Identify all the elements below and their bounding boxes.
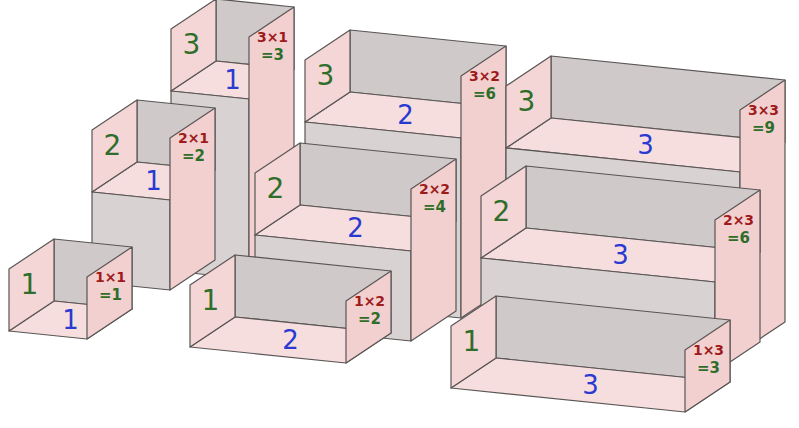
height-number: 2	[493, 198, 511, 226]
product-expression: 2×1	[178, 131, 209, 145]
left-wall	[92, 100, 137, 192]
product-expression: 3×1	[257, 30, 288, 44]
left-wall	[481, 166, 526, 258]
right-wall	[346, 271, 391, 363]
width-number: 1	[62, 307, 79, 333]
height-number: 3	[183, 31, 201, 59]
product-expression: 1×3	[693, 343, 724, 357]
height-number: 3	[518, 88, 536, 116]
height-number: 3	[317, 62, 335, 90]
height-number: 2	[267, 175, 285, 203]
product-expression: 1×1	[95, 270, 126, 284]
product-expression: 2×2	[419, 182, 450, 196]
product-result: =2	[182, 149, 205, 164]
width-number: 2	[347, 215, 364, 241]
product-expression: 3×2	[469, 69, 500, 83]
width-number: 1	[145, 168, 162, 194]
product-result: =9	[752, 121, 775, 136]
width-number: 2	[282, 327, 299, 353]
width-number: 3	[582, 372, 599, 398]
product-result: =6	[473, 87, 496, 102]
product-result: =3	[261, 48, 284, 63]
left-wall	[506, 56, 551, 148]
left-wall	[305, 30, 350, 122]
width-number: 3	[612, 242, 629, 268]
open-box: 11 1×1 =1	[7, 237, 134, 341]
height-number: 1	[21, 271, 39, 299]
product-expression: 2×3	[723, 213, 754, 227]
product-result: =4	[423, 200, 446, 215]
height-number: 2	[104, 132, 122, 160]
open-box: 1 3 1×3 =3	[449, 294, 732, 414]
product-expression: 1×2	[354, 294, 385, 308]
product-result: =3	[697, 361, 720, 376]
right-wall	[170, 108, 215, 290]
height-number: 1	[202, 287, 220, 315]
open-box: 1 2 1×2 =2	[188, 253, 393, 365]
width-number: 1	[224, 67, 241, 93]
left-wall	[171, 0, 216, 91]
product-result: =6	[727, 231, 750, 246]
right-wall	[87, 247, 132, 339]
right-wall	[411, 159, 456, 341]
height-number: 1	[463, 328, 481, 356]
product-result: =1	[99, 288, 122, 303]
width-number: 2	[397, 102, 414, 128]
product-result: =2	[358, 312, 381, 327]
left-wall	[9, 239, 54, 331]
left-wall	[190, 255, 235, 347]
width-number: 3	[637, 132, 654, 158]
left-wall	[255, 143, 300, 235]
product-expression: 3×3	[748, 103, 779, 117]
left-wall	[451, 296, 496, 388]
right-wall	[685, 320, 730, 412]
